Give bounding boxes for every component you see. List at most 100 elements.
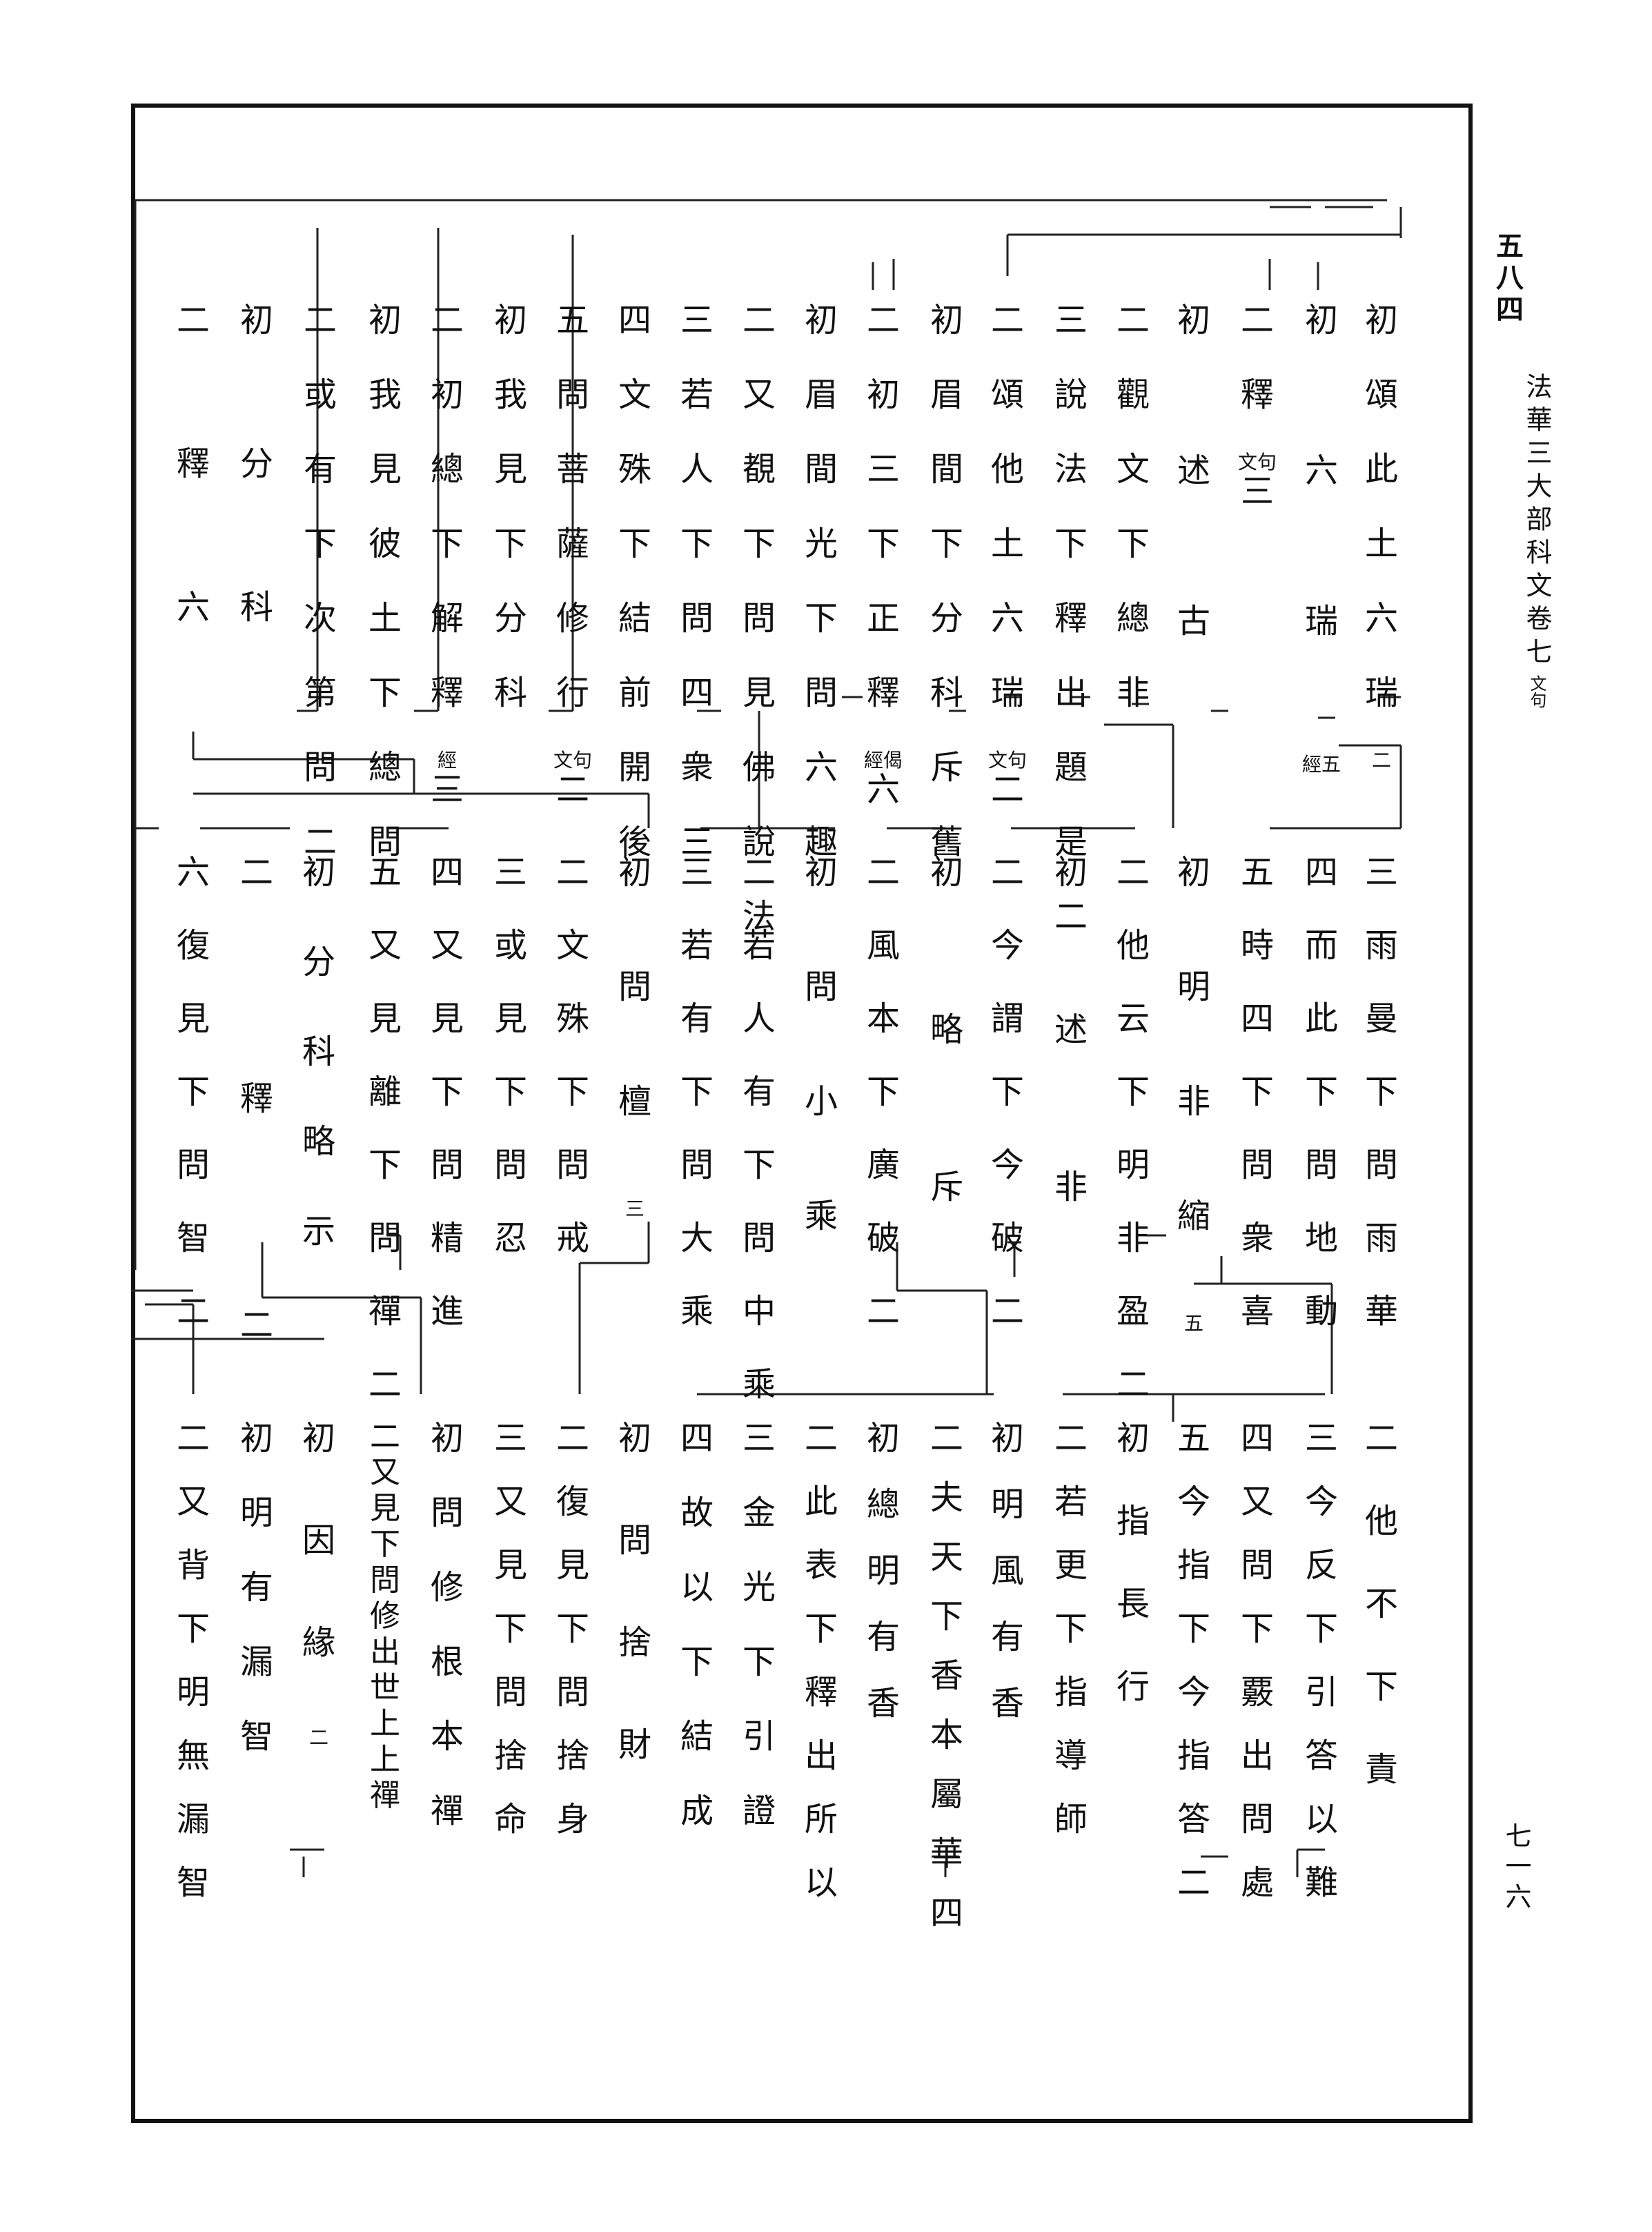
entry-char: 見 xyxy=(742,674,776,712)
entry-char: 以 xyxy=(804,1863,838,1902)
entry-char: 指 xyxy=(1177,1736,1210,1775)
entry-char: 見 xyxy=(368,999,402,1038)
entry-char: 明 xyxy=(1177,968,1210,1006)
entry-char: 佛 xyxy=(742,748,776,787)
entry-char: 見 xyxy=(493,999,527,1038)
entry-char: 非 xyxy=(1116,1219,1150,1257)
entry-char: 反 xyxy=(1304,1546,1338,1585)
entry-char: 問 xyxy=(804,968,838,1006)
entry-char: 分 xyxy=(302,943,335,981)
entry-char: 問 xyxy=(555,375,589,414)
entry-char: 正 xyxy=(866,599,900,638)
entry-char: 問 xyxy=(430,1494,464,1532)
entry-char: 初 xyxy=(1054,853,1088,892)
entry-char: 瑞 xyxy=(1364,674,1398,712)
entry-char: 世 xyxy=(370,1670,400,1705)
entry-char: 釋 xyxy=(804,1673,838,1712)
entry-char: 若 xyxy=(742,926,776,965)
outline-entry: 五時四下問衆喜 xyxy=(1237,856,1278,1368)
entry-char: 小 xyxy=(804,1082,838,1121)
entry-char: 釋 xyxy=(1240,375,1274,414)
entry-char: 人 xyxy=(742,999,776,1038)
entry-char: 下 xyxy=(1240,1609,1274,1648)
entry-char: 或 xyxy=(493,926,527,965)
entry-char: 述 xyxy=(1177,451,1210,490)
entry-char: 初 xyxy=(930,301,963,340)
entry-char: 二 xyxy=(930,1419,963,1458)
entry-char: 科 xyxy=(302,1032,335,1071)
entry-char: 此 xyxy=(1304,999,1338,1038)
entry-char: 命 xyxy=(493,1800,527,1839)
entry-char: 我 xyxy=(368,375,402,414)
entry-char: 略 xyxy=(930,1010,963,1049)
entry-char: 又 xyxy=(742,375,776,414)
outline-entry: 初總明有香 xyxy=(863,1422,904,1753)
entry-char: 出 xyxy=(1240,1736,1274,1775)
entry-char: 財 xyxy=(618,1725,651,1764)
entry-char: 下 xyxy=(176,1609,210,1648)
entry-char: 表 xyxy=(804,1546,838,1585)
entry-char: 總 xyxy=(368,748,402,787)
entry-char: 見 xyxy=(493,1546,527,1585)
entry-char: 下 xyxy=(1116,1073,1150,1111)
entry-char: 明 xyxy=(1116,1146,1150,1184)
outline-entry: 三或見下問忍 xyxy=(490,856,531,1295)
entry-char: 有 xyxy=(239,1568,273,1607)
entry-char: 初 xyxy=(430,1419,464,1458)
outline-entry: 二若更下指導師 xyxy=(1050,1422,1092,1866)
outline-entry: 五今指下今指答二 xyxy=(1173,1422,1215,1930)
outline-entry: 二他云下明非盈二 xyxy=(1112,856,1154,1441)
outline-entry: 二或有下次第問二 xyxy=(299,304,341,900)
entry-char: 四 xyxy=(1304,853,1338,892)
outline-entry: 二釋二 xyxy=(236,856,277,1535)
outline-entry: 二又見下問修出世上上禪 xyxy=(364,1422,406,1817)
entry-char: 彼 xyxy=(368,525,402,563)
entry-char: 不 xyxy=(1364,1585,1398,1623)
entry-char: 行 xyxy=(1116,1667,1150,1706)
entry-char: 說 xyxy=(1054,375,1088,414)
entry-char: 三 xyxy=(493,853,527,892)
entry-char: 見 xyxy=(555,1546,589,1585)
outline-entry: 初我見彼土下總問 xyxy=(364,304,406,900)
entry-char: 斥 xyxy=(930,1168,963,1206)
entry-char: 分 xyxy=(930,599,963,638)
entry-char: 科 xyxy=(239,588,273,627)
entry-char: 下 xyxy=(1116,525,1150,563)
entry-char: 光 xyxy=(742,1568,776,1607)
entry-char: 二 xyxy=(990,1292,1024,1331)
outline-entry: 二初三下正釋經偈六 xyxy=(863,304,904,848)
entry-char: 下 xyxy=(742,525,776,563)
entry-char: 總 xyxy=(866,1485,900,1524)
count-mark: 經偈 xyxy=(863,749,903,772)
entry-char: 所 xyxy=(804,1800,838,1839)
outline-entry: 六復見下問智二 xyxy=(173,856,214,1368)
entry-char: 舊 xyxy=(930,823,963,861)
page-number-text: 七一六 xyxy=(1501,1822,1531,1913)
entry-char: 四 xyxy=(618,301,651,340)
entry-char: 科 xyxy=(493,674,527,712)
entry-char: 六 xyxy=(990,599,1024,638)
outline-entry: 二他不下責 xyxy=(1361,1422,1402,1836)
entry-char: 人 xyxy=(680,450,714,489)
entry-char: 忍 xyxy=(493,1219,527,1257)
outline-entry: 三若有下問大乘 xyxy=(676,856,718,1368)
entry-char: 問 xyxy=(368,823,402,861)
entry-char: 五 xyxy=(1177,1419,1210,1458)
entry-char: 問 xyxy=(1364,1146,1398,1184)
entry-char: 三 xyxy=(1240,472,1274,511)
count-mark: 文句 xyxy=(553,749,592,772)
entry-char: 下 xyxy=(368,1146,402,1184)
outline-entry: 二又覩下問見佛說法 xyxy=(738,304,780,975)
entry-char: 精 xyxy=(430,1219,464,1257)
entry-char: 土 xyxy=(1364,525,1398,563)
entry-char: 下 xyxy=(990,1073,1024,1111)
entry-char: 禪 xyxy=(368,1292,402,1331)
entry-char: 二 xyxy=(1240,301,1274,340)
entry-char: 夫 xyxy=(930,1478,963,1517)
entry-char: 釋 xyxy=(176,444,210,483)
entry-char: 見 xyxy=(430,999,464,1038)
outline-entry: 二文殊下問戒 xyxy=(552,856,593,1295)
entry-char: 下 xyxy=(493,525,527,563)
entry-char: 有 xyxy=(866,1618,900,1656)
entry-char: 縮 xyxy=(1177,1197,1210,1235)
